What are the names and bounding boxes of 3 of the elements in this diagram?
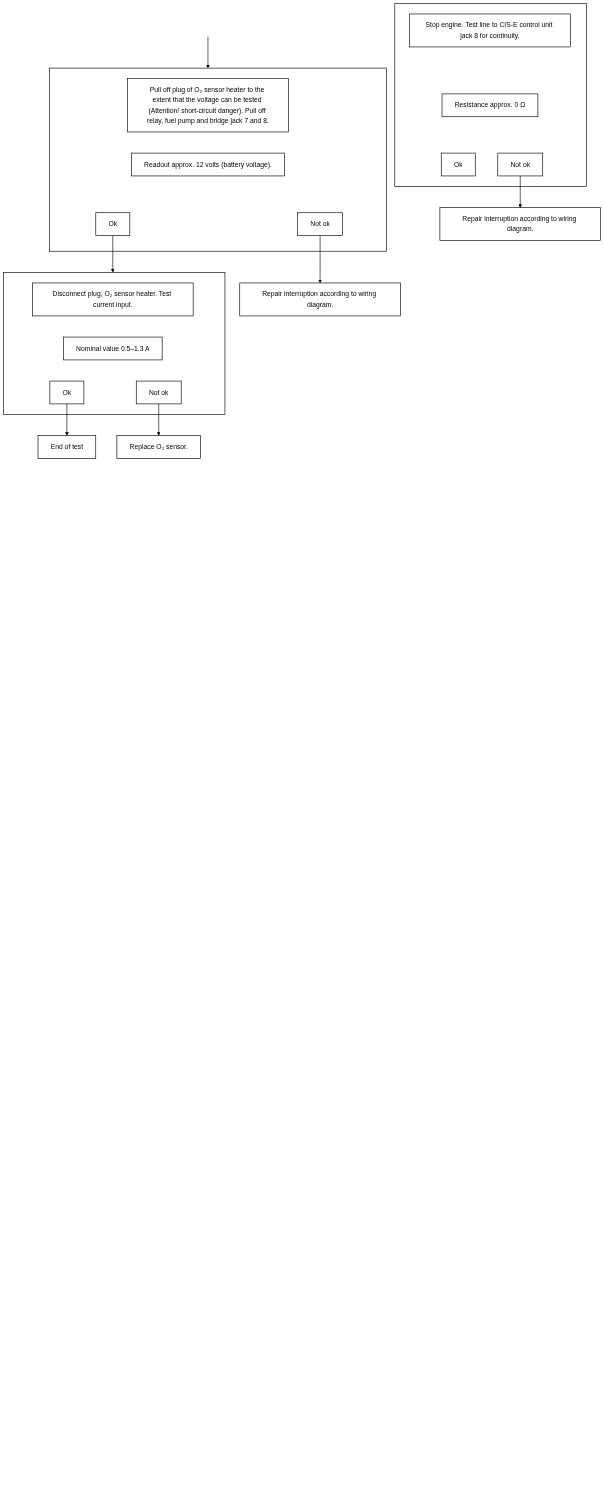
cluster [394,3,587,187]
cluster [3,272,226,415]
cluster [49,67,387,252]
